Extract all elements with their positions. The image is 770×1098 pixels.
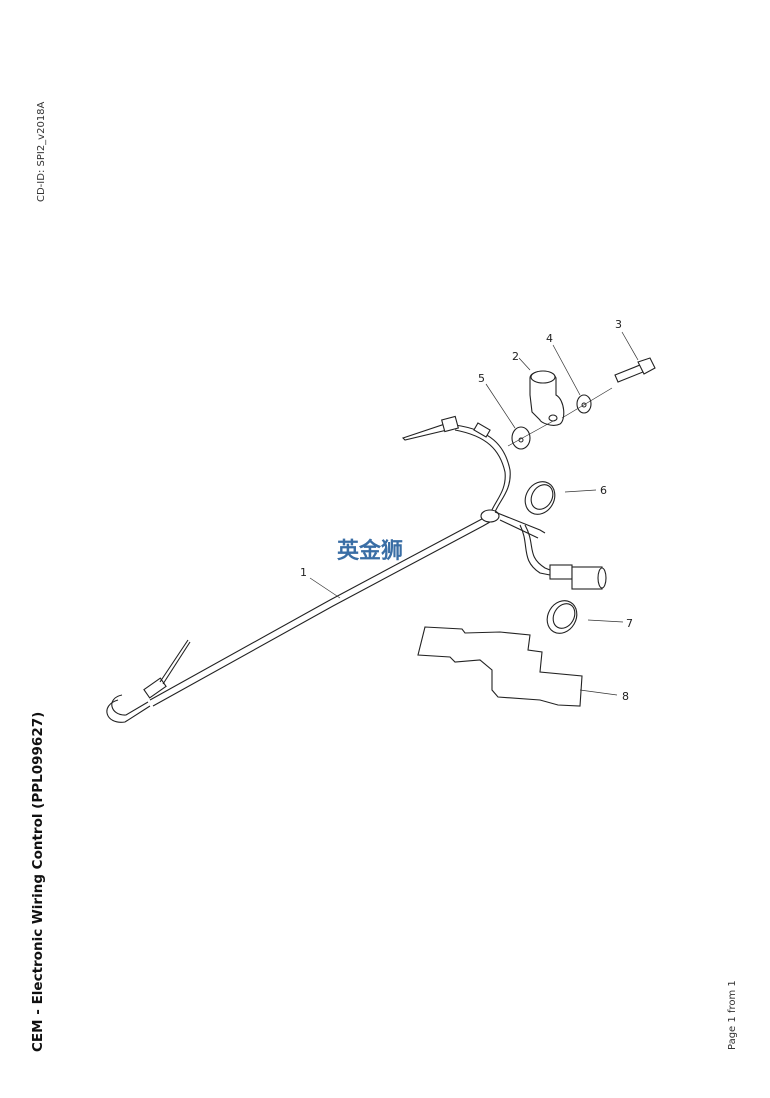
part-8-pad bbox=[417, 626, 583, 707]
part-6-clamp bbox=[524, 481, 556, 515]
part-7-clamp bbox=[546, 600, 578, 634]
callout-8: 8 bbox=[622, 690, 629, 703]
callout-1: 1 bbox=[300, 566, 307, 579]
callout-6: 6 bbox=[600, 484, 607, 497]
wiring-harness bbox=[106, 415, 607, 723]
callout-7: 7 bbox=[626, 617, 633, 630]
assembly-axis-line bbox=[507, 387, 613, 447]
part-4-washer bbox=[576, 394, 592, 414]
callout-4: 4 bbox=[546, 332, 553, 345]
part-5-washer bbox=[511, 426, 531, 450]
leader-lines bbox=[309, 331, 639, 696]
callout-3: 3 bbox=[615, 318, 622, 331]
part-2-clip bbox=[529, 370, 565, 426]
part-3-bolt bbox=[614, 357, 656, 383]
callout-2: 2 bbox=[512, 350, 519, 363]
watermark-logo: 英金狮 bbox=[337, 538, 403, 564]
callout-5: 5 bbox=[478, 372, 485, 385]
